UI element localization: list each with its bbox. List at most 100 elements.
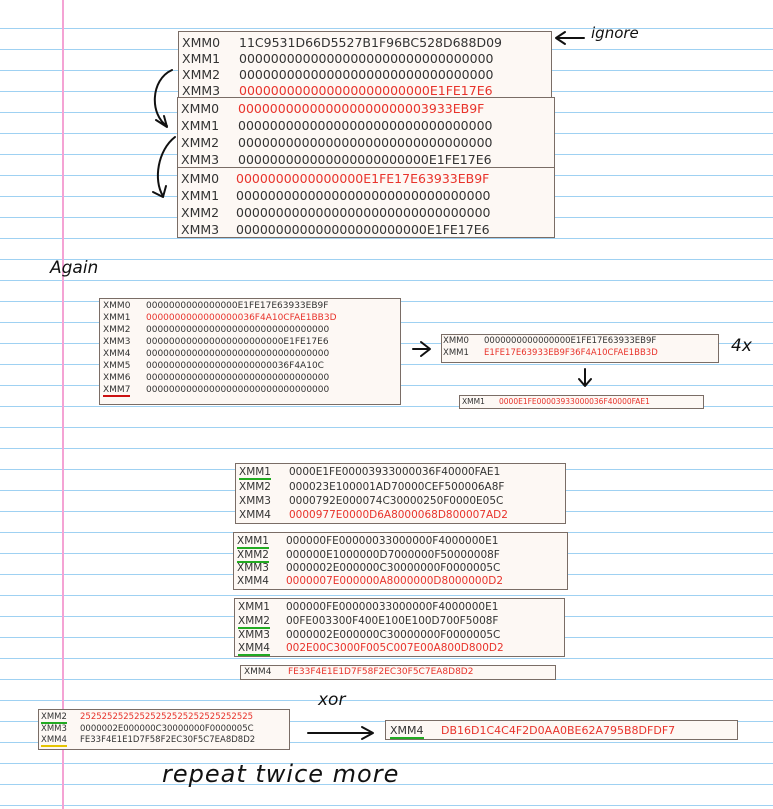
register-name: XMM4 bbox=[238, 642, 270, 656]
register-panel-right: XMM0 0000000000000000E1FE17E63933EB9F XMM… bbox=[441, 334, 719, 363]
register-value: FE33F4E1E1D7F58F2EC30F5C7EA8D8D2 bbox=[80, 735, 256, 745]
register-value: 0000000000000000000000036F4A10C bbox=[146, 361, 324, 371]
register-name: XMM1 bbox=[181, 118, 220, 133]
note-again: Again bbox=[50, 258, 99, 278]
register-value: 00000000000000000000000000000000 bbox=[236, 188, 491, 203]
register-name: XMM7 bbox=[103, 385, 131, 397]
register-value: 0000E1FE00003933000036F40000FAE1 bbox=[499, 397, 650, 406]
margin-line bbox=[62, 0, 64, 809]
register-value: 0000007E000000A8000000D8000000D2 bbox=[286, 575, 504, 587]
register-value: 00000000000000000000000000000000 bbox=[146, 385, 330, 395]
register-value: 0000000000000000036F4A10CFAE1BB3D bbox=[146, 313, 337, 323]
register-panel-mid3: XMM1 000000FE00000033000000F4000000E1 XMM… bbox=[234, 598, 565, 657]
register-name: XMM2 bbox=[239, 481, 271, 493]
register-name: XMM1 bbox=[238, 601, 270, 613]
register-panel-mid2: XMM1 000000FE00000033000000F4000000E1 XMM… bbox=[233, 532, 568, 590]
register-value: 0000977E0000D6A8000068D800007AD2 bbox=[289, 509, 508, 521]
register-name: XMM6 bbox=[103, 373, 131, 383]
register-value: 000000E1000000D7000000F50000008F bbox=[286, 549, 500, 561]
register-value: 00000000000000000000000000000000 bbox=[236, 205, 491, 220]
note-4x: 4x bbox=[731, 336, 752, 356]
arrow-ignore bbox=[555, 31, 585, 45]
arrow-down bbox=[578, 368, 592, 387]
register-name: XMM0 bbox=[103, 301, 131, 311]
register-value: 0000000000000000E1FE17E63933EB9F bbox=[146, 301, 329, 311]
register-name: XMM2 bbox=[41, 712, 67, 724]
register-value: 000023E100001AD70000CEF500006A8F bbox=[289, 481, 505, 493]
register-name: XMM4 bbox=[41, 735, 67, 747]
register-value: 00000000000000000000000000000000 bbox=[238, 118, 493, 133]
register-value: 00000000000000000000000000000000 bbox=[146, 373, 330, 383]
register-value: 00000000000000000000000000000000 bbox=[238, 135, 493, 150]
register-value: 00000000000000000000000000000000 bbox=[239, 67, 494, 82]
register-value: 00000000000000000000000000000000 bbox=[239, 51, 494, 66]
register-value: 000000000000000000000000E1FE17E6 bbox=[238, 152, 492, 167]
register-value: 000000000000000000000000E1FE17E6 bbox=[236, 222, 490, 237]
register-result-xmm1: XMM1 0000E1FE00003933000036F40000FAE1 bbox=[459, 395, 704, 409]
register-value: DB16D1C4C4F2D0AA0BE62A795B8DFDF7 bbox=[441, 724, 676, 737]
register-name: XMM4 bbox=[103, 349, 131, 359]
register-value: 25252525252525252525252525252525 bbox=[80, 712, 254, 722]
register-panel-mid1: XMM1 0000E1FE00003933000036F40000FAE1 XMM… bbox=[235, 463, 566, 524]
arrow-curve-1 bbox=[153, 69, 173, 128]
register-value: 0000002E000000C30000000F0000005C bbox=[80, 724, 254, 734]
register-name: XMM2 bbox=[103, 325, 131, 335]
register-value: 0000000000000000E1FE17E63933EB9F bbox=[484, 336, 657, 346]
register-panel-again: XMM0 0000000000000000E1FE17E63933EB9F XMM… bbox=[99, 298, 401, 405]
register-name: XMM3 bbox=[181, 152, 220, 167]
register-name: XMM1 bbox=[443, 348, 469, 358]
register-name: XMM0 bbox=[182, 35, 221, 50]
register-name: XMM5 bbox=[103, 361, 131, 371]
register-name: XMM3 bbox=[238, 629, 270, 641]
register-value: FE33F4E1E1D7F58F2EC30F5C7EA8D8D2 bbox=[288, 667, 474, 677]
register-value: 000000000000000000000000E1FE17E6 bbox=[146, 337, 329, 347]
register-value: 000000000000000000000000E1FE17E6 bbox=[239, 83, 493, 98]
register-name: XMM3 bbox=[103, 337, 131, 347]
register-name: XMM0 bbox=[181, 171, 220, 186]
register-name: XMM0 bbox=[181, 101, 220, 116]
register-name: XMM0 bbox=[443, 336, 469, 346]
register-value: 0000E1FE00003933000036F40000FAE1 bbox=[289, 466, 501, 478]
arrow-xor bbox=[307, 726, 374, 740]
register-result-xor: XMM4 DB16D1C4C4F2D0AA0BE62A795B8DFDF7 bbox=[385, 720, 738, 740]
register-value: 00000000000000000000000000000000 bbox=[146, 349, 330, 359]
register-name: XMM3 bbox=[237, 562, 269, 574]
register-value: 000000FE00000033000000F4000000E1 bbox=[286, 535, 499, 547]
register-name: XMM2 bbox=[181, 205, 220, 220]
note-repeat: repeat twice more bbox=[162, 760, 400, 788]
register-value: 000000000000000000000003933EB9F bbox=[238, 101, 485, 116]
register-name: XMM2 bbox=[182, 67, 221, 82]
register-name: XMM1 bbox=[103, 313, 131, 323]
register-name: XMM2 bbox=[238, 615, 270, 629]
register-name: XMM3 bbox=[41, 724, 67, 734]
note-ignore: ignore bbox=[591, 24, 639, 42]
register-value: 00000000000000000000000000000000 bbox=[146, 325, 330, 335]
register-name: XMM1 bbox=[462, 397, 485, 406]
register-value: E1FE17E63933EB9F36F4A10CFAE1BB3D bbox=[484, 348, 658, 358]
register-name: XMM3 bbox=[181, 222, 220, 237]
register-value: 0000000000000000E1FE17E63933EB9F bbox=[236, 171, 490, 186]
register-name: XMM2 bbox=[237, 549, 269, 563]
arrow-curve-2 bbox=[152, 136, 176, 198]
register-value: 002E00C3000F005C007E00A800D800D2 bbox=[286, 642, 504, 654]
register-name: XMM1 bbox=[237, 535, 269, 549]
register-value: 0000002E000000C30000000F0000005C bbox=[286, 562, 501, 574]
register-name: XMM1 bbox=[182, 51, 221, 66]
register-value: 11C9531D66D5527B1F96BC528D688D09 bbox=[239, 35, 502, 50]
register-panel-xor: XMM2 25252525252525252525252525252525 XMM… bbox=[38, 709, 290, 750]
register-panel-step3: XMM0 0000000000000000E1FE17E63933EB9F XMM… bbox=[177, 167, 555, 238]
arrow-to-right bbox=[412, 341, 431, 357]
register-name: XMM2 bbox=[181, 135, 220, 150]
register-name: XMM1 bbox=[239, 466, 271, 480]
register-name: XMM3 bbox=[239, 495, 271, 507]
register-value: 0000002E000000C30000000F0000005C bbox=[286, 629, 501, 641]
register-name: XMM4 bbox=[239, 509, 271, 521]
register-value: 000000FE00000033000000F4000000E1 bbox=[286, 601, 499, 613]
register-name: XMM4 bbox=[237, 575, 269, 587]
register-value: 00FE003300F400E100E100D700F5008F bbox=[286, 615, 499, 627]
register-value: 0000792E000074C30000250F0000E05C bbox=[289, 495, 504, 507]
note-xor: xor bbox=[318, 690, 346, 710]
register-name: XMM4 bbox=[390, 724, 424, 739]
